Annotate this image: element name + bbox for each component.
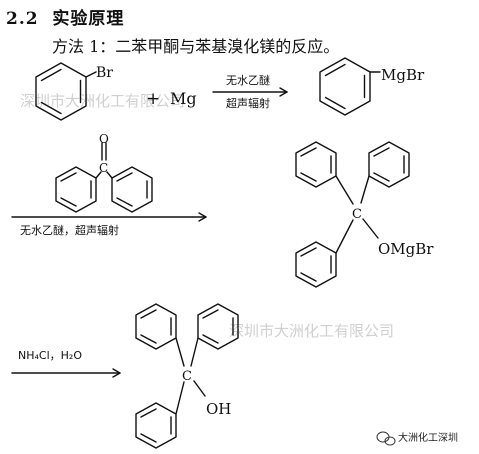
- brand-watermark: 大洲化工深圳: [398, 431, 458, 444]
- section-title: 2.2 实验原理: [6, 4, 124, 29]
- oh-label: OH: [206, 400, 231, 418]
- benzophenone-structure: [55, 142, 153, 213]
- br-label: Br: [96, 65, 113, 81]
- wechat-icon: [376, 431, 396, 446]
- arrow-1: [212, 87, 288, 97]
- plus-sign: +: [146, 89, 160, 109]
- triphenylmethanol-structure: [135, 303, 239, 449]
- triphenyl-omgbr-structure: [295, 141, 410, 288]
- arrow-1-cond-top: 无水乙醚: [226, 73, 270, 87]
- arrow-1-cond-bottom: 超声辐射: [226, 96, 270, 110]
- arrow-2-condition: 无水乙醚，超声辐射: [20, 223, 119, 237]
- section-number: 2.2: [6, 9, 39, 29]
- watermark-2: 深圳市大洲化工有限公司: [229, 322, 394, 340]
- arrow-3-condition: NH₄Cl，H₂O: [18, 349, 82, 362]
- method-line: 方法 1：二苯甲酮与苯基溴化镁的反应。: [52, 37, 340, 56]
- carbonyl-o-label: O: [99, 132, 109, 146]
- mgbr-label: MgBr: [381, 66, 425, 84]
- arrow-3: [11, 368, 121, 378]
- section-heading: 实验原理: [52, 9, 125, 29]
- watermark-1: 深圳市大洲化工有限公司: [20, 92, 185, 110]
- phenylmagnesium-bromide-structure: [319, 57, 381, 116]
- mg-label: Mg: [170, 89, 197, 108]
- bromobenzene-structure: [35, 62, 97, 121]
- center-c-label-3: C: [182, 369, 192, 384]
- arrow-2: [11, 212, 207, 222]
- carbonyl-c-label: C: [99, 161, 108, 175]
- center-c-label-2: C: [352, 207, 362, 222]
- omgbr-label: OMgBr: [378, 240, 434, 258]
